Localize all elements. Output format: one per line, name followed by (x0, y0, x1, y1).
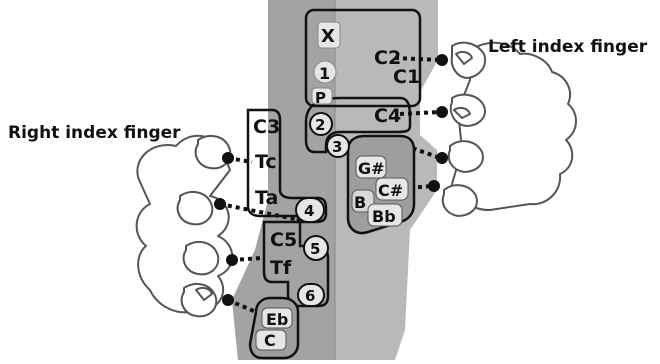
key-c-sharp: C# (378, 181, 403, 200)
upper-keys-outline (304, 8, 422, 108)
key-c2: C2 (374, 47, 401, 69)
right-hand (135, 134, 234, 318)
finger-dots (214, 54, 448, 306)
key-2: 2 (315, 116, 325, 134)
key-c1: C1 (393, 66, 420, 88)
bottom-cluster (248, 296, 300, 360)
key-labels: X 1 P C2 C1 2 C4 3 G# C# B Bb C3 Tc Ta 4… (253, 26, 420, 350)
key-c5: C5 (270, 229, 297, 251)
key-backgrounds (295, 21, 350, 307)
right-index-finger-label: Right index finger (8, 123, 181, 143)
key-g-sharp: G# (358, 159, 385, 178)
right-upper-outline (246, 108, 328, 224)
key-4: 4 (304, 202, 314, 220)
key-tc: Tc (255, 151, 277, 173)
key-1: 1 (319, 64, 330, 83)
left-cluster (346, 134, 416, 235)
key-b: B (354, 193, 366, 212)
key-6: 6 (305, 287, 315, 305)
left-index-finger-label: Left index finger (488, 37, 648, 57)
middle-keys-outline (304, 96, 412, 154)
key-e-flat: Eb (266, 310, 288, 329)
key-c4: C4 (374, 105, 401, 127)
key-tf: Tf (270, 257, 292, 279)
key-c3: C3 (253, 116, 280, 138)
key-c: C (264, 331, 276, 350)
key-ta: Ta (255, 187, 278, 209)
key-3: 3 (332, 138, 342, 156)
key-x: X (321, 26, 335, 47)
left-hand (441, 41, 577, 217)
key-5: 5 (310, 240, 320, 258)
key-p: P (315, 89, 326, 107)
key-b-flat: Bb (372, 207, 396, 226)
instrument-body (232, 0, 438, 360)
key-group-outlines (246, 8, 422, 308)
